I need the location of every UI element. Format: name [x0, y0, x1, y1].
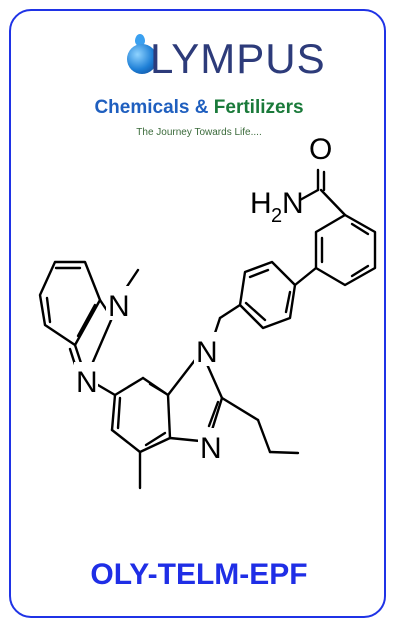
brand-name: LYMPUS — [150, 35, 326, 82]
atom-core-n1: N — [196, 336, 218, 369]
product-card — [9, 9, 386, 618]
atom-oxygen: O — [309, 133, 332, 166]
atom-core-n2: N — [200, 432, 222, 465]
atom-amine-n: N — [282, 187, 304, 220]
globe-icon — [127, 44, 157, 74]
atom-n-methyl: N — [108, 290, 130, 323]
company-logo: LYMPUS Chemicals & Fertilizers The Journ… — [0, 0, 398, 160]
brand-chemicals: Chemicals — [94, 97, 190, 118]
droplet-icon — [135, 34, 145, 46]
brand-fertilizers: Fertilizers — [213, 97, 304, 118]
atom-amine-h: H — [250, 187, 272, 220]
brand-tagline: The Journey Towards Life.... — [136, 127, 262, 138]
atom-imine-n: N — [76, 366, 98, 399]
brand-subtitle: Chemicals & Fertilizers — [0, 98, 398, 117]
brand-ampersand: & — [189, 97, 214, 118]
product-code: OLY-TELM-EPF — [90, 558, 308, 591]
atom-amine-subscript: 2 — [271, 205, 282, 227]
